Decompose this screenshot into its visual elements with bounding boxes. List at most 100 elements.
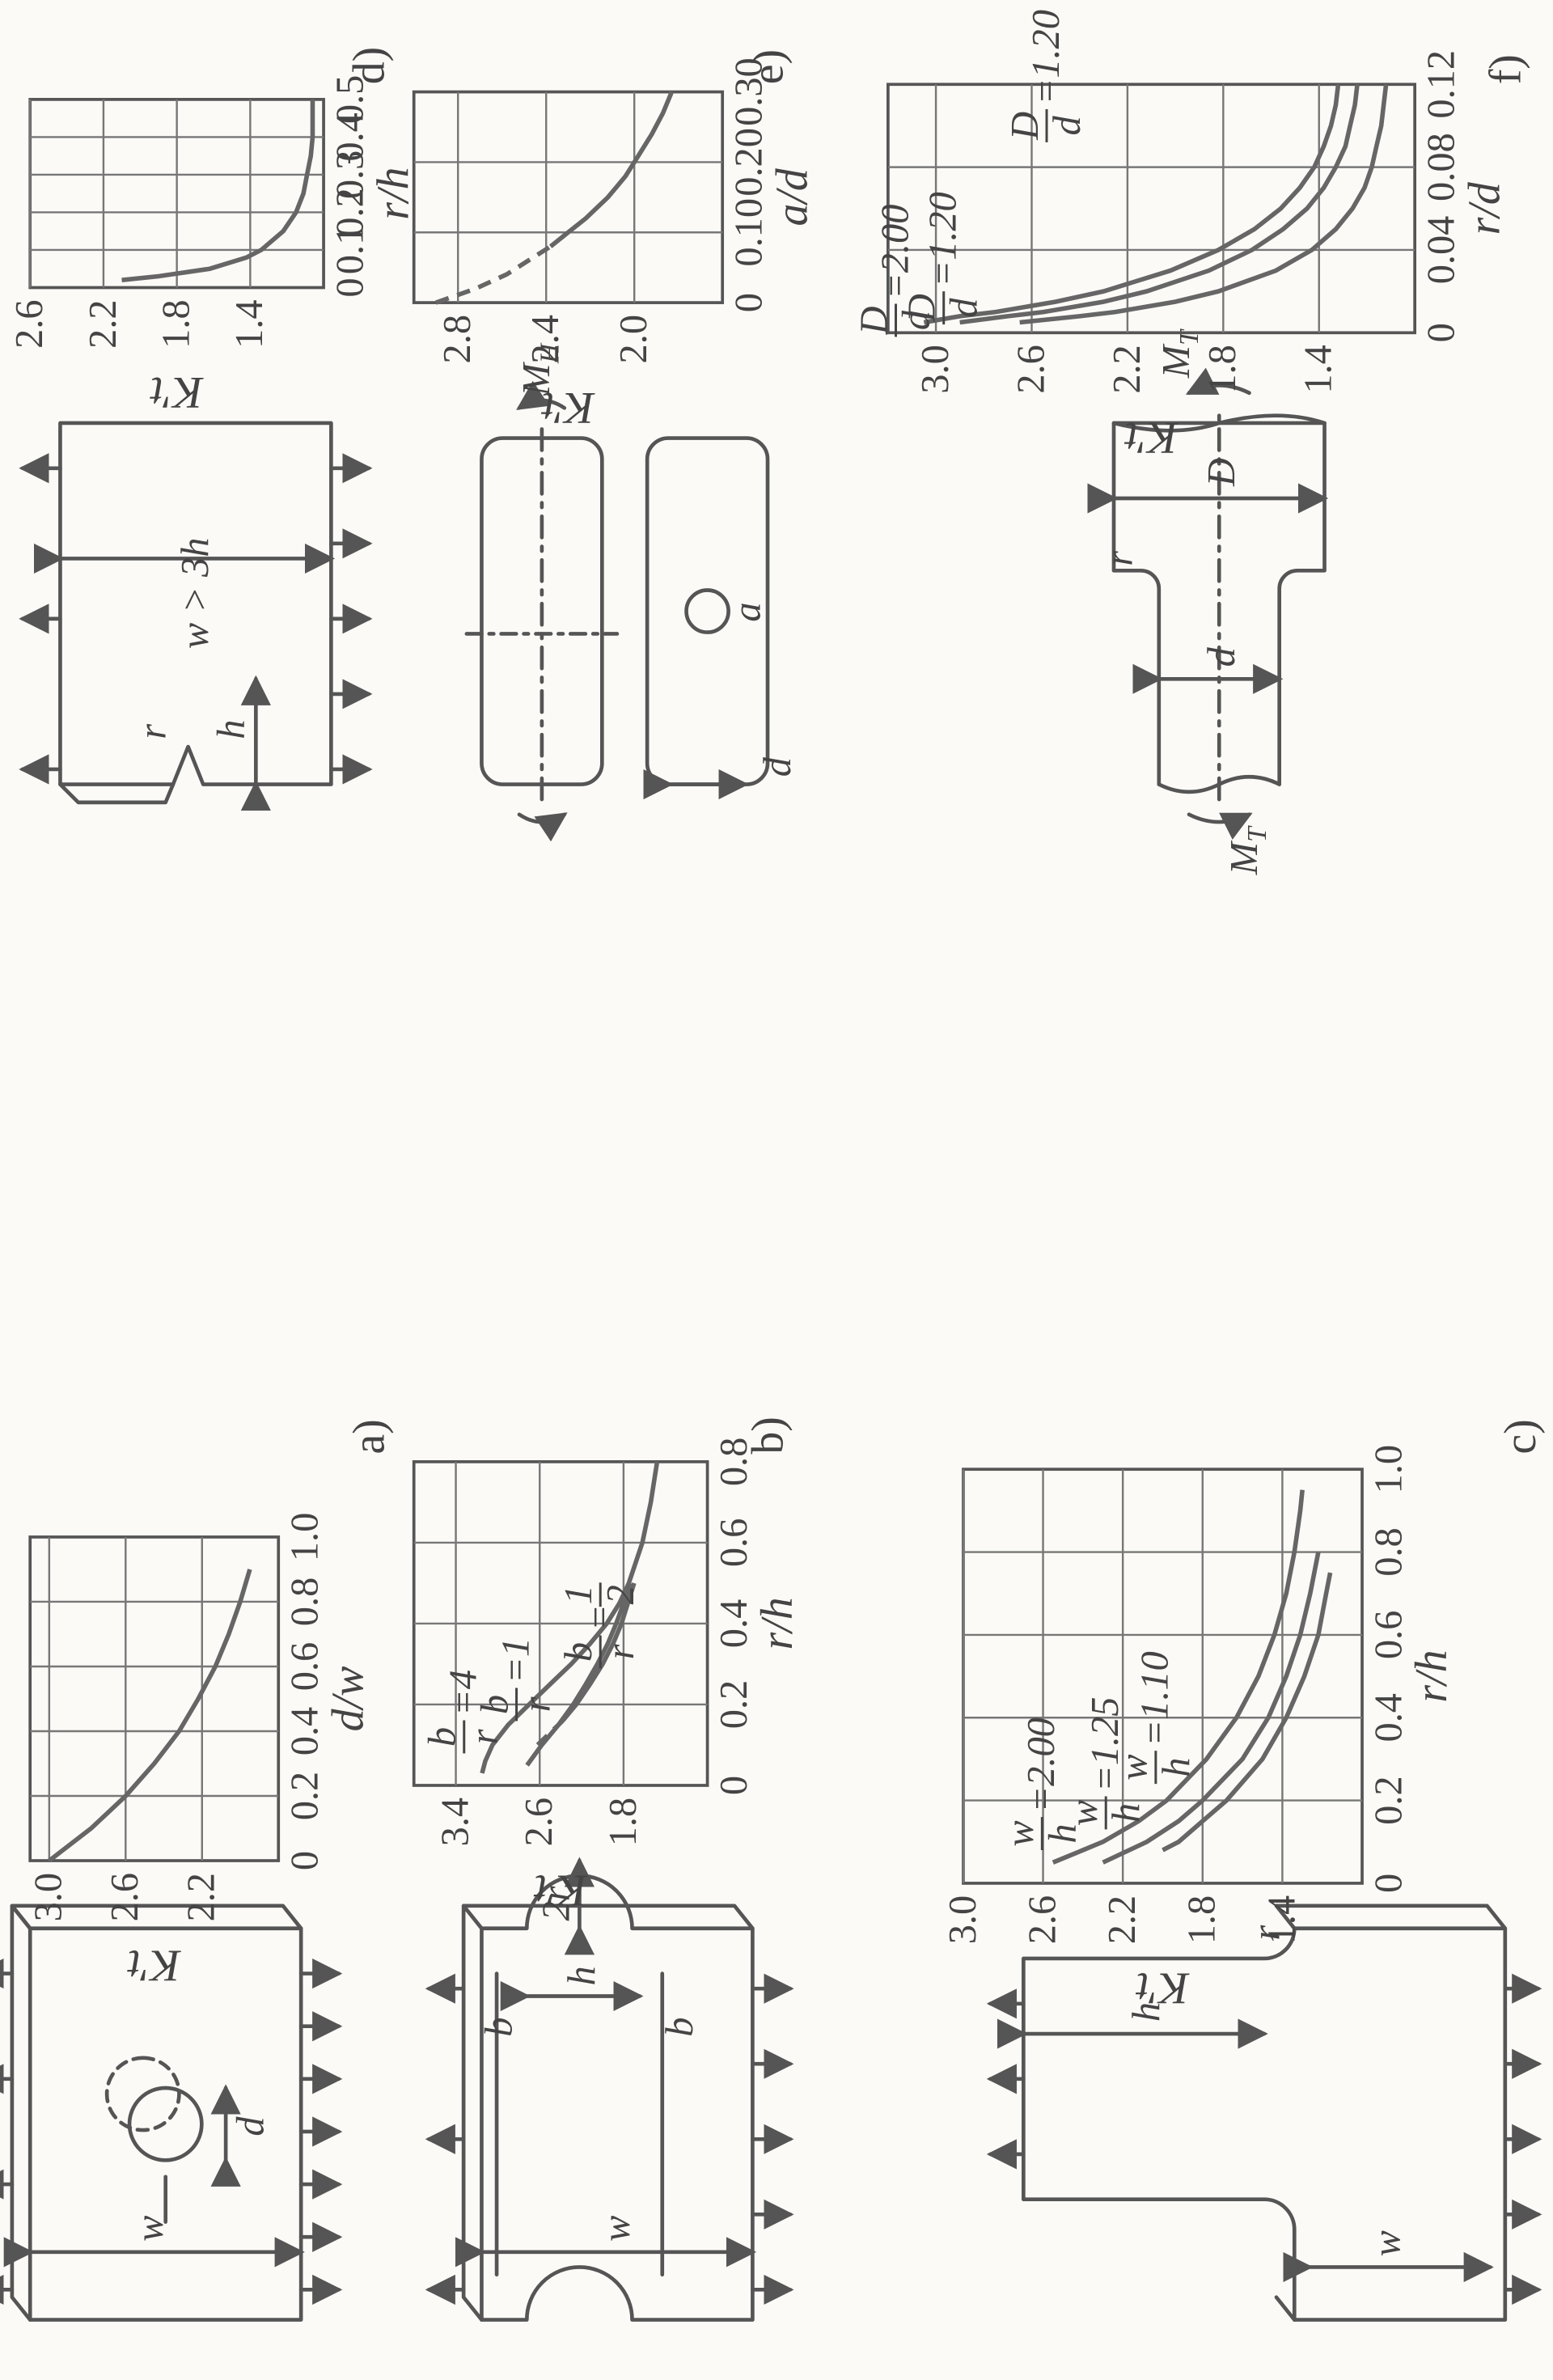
- chart-e-series-0-dashed: [434, 244, 552, 305]
- chart-d-ylabel: K′t: [150, 367, 204, 417]
- chart-b-xtick: 0.6: [713, 1518, 755, 1567]
- chart-f-ytick: 3.0: [914, 345, 957, 393]
- diagram-b-notched-plate: [425, 1857, 794, 2322]
- diagram-c-stepped-plate: [986, 1904, 1542, 2322]
- series-label-num: D: [853, 306, 895, 335]
- chart-c-series-1: [1102, 1552, 1321, 1865]
- series-label-den: r: [515, 1696, 558, 1712]
- chart-b-ytick: 3.4: [434, 1798, 476, 1846]
- panel-label-b: b): [743, 1417, 793, 1455]
- chart-d-xtick: 0.3: [328, 150, 371, 199]
- chart-c-ytick: 2.2: [1101, 1895, 1144, 1944]
- chart-e-ylabel: K′t: [540, 383, 595, 433]
- chart-b-series-2-dashed: [535, 1718, 565, 1747]
- chart-e-series-0: [548, 91, 675, 248]
- diagram-a-label-d: d: [230, 2116, 273, 2136]
- chart-f-xtick: 0.12: [1420, 50, 1463, 119]
- chart-d-ytick: 1.4: [228, 299, 271, 348]
- series-label-val: =1.20: [922, 192, 965, 286]
- series-label-val: =1.20: [1025, 10, 1068, 104]
- diagram-a-plate-with-hole: [0, 1904, 343, 2322]
- diagram-e-label-d: d: [756, 756, 799, 777]
- chart-a-ytick: 2.6: [104, 1873, 146, 1921]
- series-label-den: h: [1041, 1823, 1084, 1843]
- chart-c-ytick: 1.8: [1181, 1895, 1224, 1944]
- chart-f-xtick: 0.08: [1420, 133, 1463, 201]
- chart-d-xtick: 0.2: [328, 188, 371, 236]
- series-label-den: d: [943, 298, 986, 318]
- chart-e-xtick: 0.20: [728, 128, 771, 197]
- chart-d-series-0: [121, 99, 315, 282]
- diagram-c-label-w: w: [1366, 2230, 1409, 2256]
- series-label-val: =1.25: [1084, 1697, 1127, 1792]
- chart-d-xlabel: r/h: [368, 167, 418, 220]
- series-label-val: =: [578, 1604, 621, 1631]
- chart-b-ytick: 1.8: [602, 1798, 645, 1846]
- chart-f-xtick: 0: [1420, 323, 1463, 342]
- diagram-b-label-w: w: [595, 2216, 638, 2242]
- series-label-val-num: 1: [557, 1585, 600, 1604]
- chart-f-series-2: [1019, 83, 1389, 325]
- series-label-num: b: [557, 1642, 600, 1662]
- chart-e-xtick: 0: [728, 293, 771, 312]
- diagram-e-shaft-with-hole: [464, 380, 770, 842]
- chart-c-series-2: [1162, 1572, 1333, 1853]
- chart-f-xlabel: r/d: [1459, 181, 1509, 235]
- chart-e-xlabel: a/d: [767, 167, 817, 226]
- chart-e-frame: [412, 90, 725, 304]
- chart-d-ytick: 2.6: [8, 299, 51, 348]
- diagram-c-label-h: h: [1125, 2002, 1168, 2022]
- chart-a-frame: [28, 1535, 281, 1862]
- chart-b-ytick: 2.6: [518, 1798, 561, 1846]
- chart-a-xtick: 0.2: [284, 1772, 327, 1820]
- panel-label-e: e): [743, 49, 793, 84]
- diagram-f-label-mt1: MT: [1223, 825, 1272, 875]
- series-label-val-den: 2: [599, 1585, 642, 1604]
- chart-e-ytick: 2.8: [436, 315, 479, 363]
- series-label-val: =2.00: [874, 205, 916, 299]
- chart-a-xtick: 0.4: [284, 1707, 327, 1755]
- chart-f-xtick: 0.04: [1420, 216, 1463, 285]
- series-label-num: D: [1004, 112, 1047, 141]
- chart-c-ytick: 2.6: [1021, 1895, 1064, 1944]
- chart-c-xtick: 0.2: [1367, 1776, 1410, 1824]
- series-label-num: b: [421, 1727, 464, 1747]
- panel-label-c: c): [1496, 1419, 1546, 1454]
- chart-f-ylabel: K′t: [1124, 413, 1179, 463]
- series-label-num: w: [1113, 1755, 1156, 1781]
- chart-e-ytick: 2.0: [612, 315, 655, 363]
- chart-c-xtick: 0.4: [1367, 1693, 1410, 1742]
- chart-a-xlabel: d/w: [323, 1666, 373, 1732]
- panel-label-f: f): [1480, 54, 1530, 84]
- chart-b-series-0: [480, 1461, 660, 1774]
- series-label-val: =1.10: [1134, 1651, 1177, 1746]
- chart-c-xtick: 0.6: [1367, 1611, 1410, 1659]
- diagram-b-label-h: h: [561, 1966, 603, 1985]
- chart-e-xtick: 0.30: [728, 57, 771, 126]
- diagram-c-label-r: r: [1246, 1925, 1289, 1941]
- series-label-den: d: [1046, 116, 1089, 136]
- chart-b-series-1: [525, 1582, 633, 1767]
- chart-d-xtick: 0.4: [328, 112, 371, 161]
- chart-c-xtick: 0: [1367, 1874, 1410, 1893]
- diagram-f-label-mt2: MT: [1155, 328, 1204, 379]
- chart-f-ytick: 2.6: [1009, 345, 1052, 393]
- chart-b-series-2: [561, 1582, 637, 1722]
- series-label-den: d: [895, 310, 937, 330]
- chart-c-ytick: 3.0: [942, 1895, 984, 1944]
- chart-c-ylabel: K′t: [1136, 1963, 1190, 2014]
- series-label-den: r: [463, 1729, 506, 1744]
- chart-f-series-0: [923, 83, 1341, 325]
